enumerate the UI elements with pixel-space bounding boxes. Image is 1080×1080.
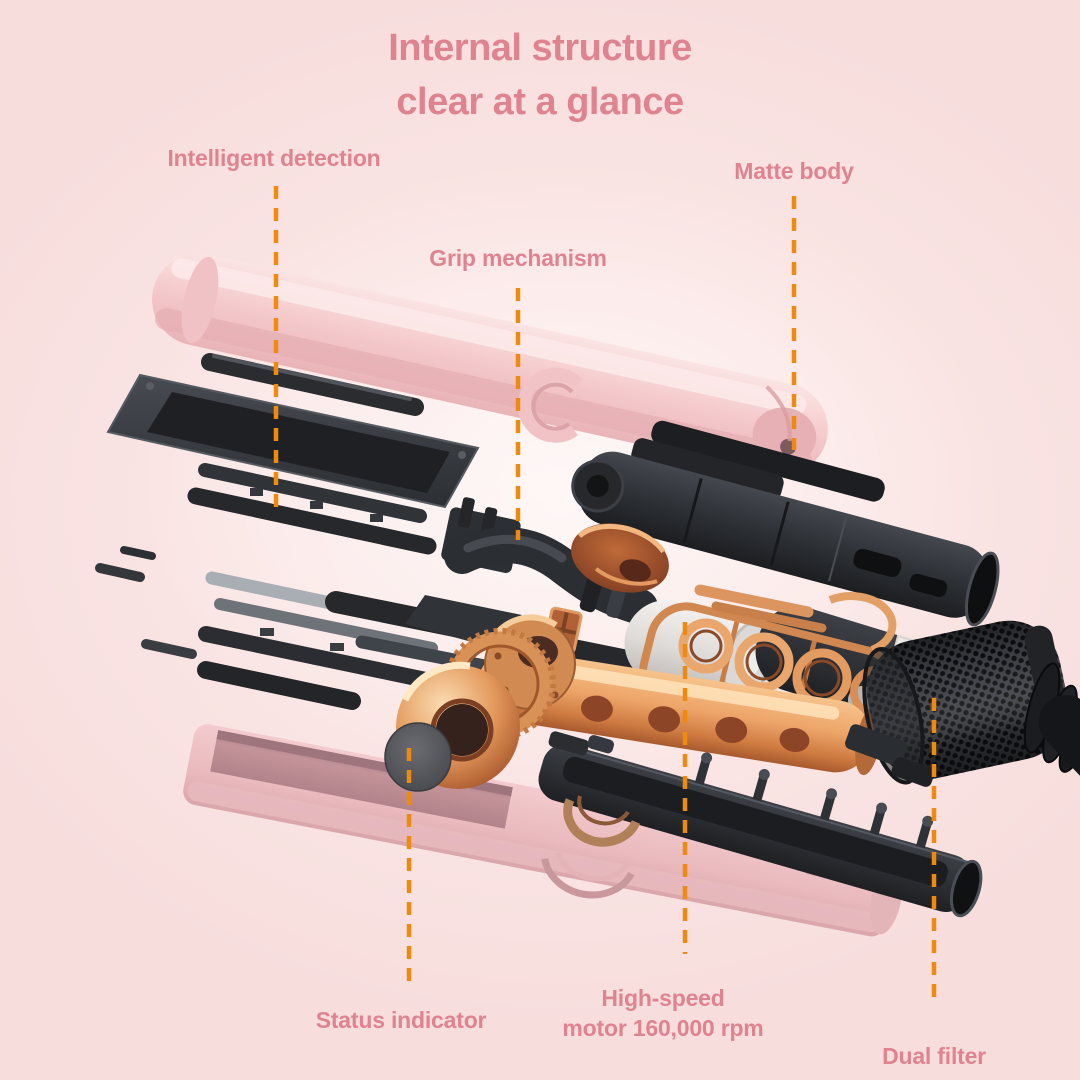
label-intelligent-detection: Intelligent detection	[167, 145, 381, 171]
status-indicator-disc	[384, 722, 452, 792]
pink-barrel	[152, 253, 828, 475]
label-high-speed-motor: High-speed motor 160,000 rpm	[562, 984, 763, 1044]
bottom-frame-dark	[538, 731, 983, 918]
frame-filter-connectors	[845, 724, 935, 787]
copper-impeller-disc	[571, 523, 669, 593]
upper-handle-housing	[571, 420, 1000, 627]
barrel-hook-clip	[517, 367, 583, 443]
barrel-hook-clip-inner	[531, 382, 574, 431]
page-title-line1: Internal structure	[388, 27, 692, 69]
label-status-indicator: Status indicator	[315, 1007, 487, 1033]
label-high-speed-motor-line1: High-speed	[601, 985, 725, 1011]
power-cord	[1039, 695, 1080, 776]
copper-clip-arc	[563, 798, 641, 847]
label-matte-body: Matte body	[734, 158, 854, 184]
label-grip-mechanism: Grip mechanism	[429, 245, 607, 271]
copper-clip-arc-inner	[577, 795, 630, 826]
page-title: Internal structure clear at a glance	[388, 22, 692, 130]
grip-mechanism-part	[405, 497, 658, 642]
label-dual-filter: Dual filter	[882, 1043, 986, 1069]
page-title-line2: clear at a glance	[396, 80, 684, 123]
label-high-speed-motor-line2: motor 160,000 rpm	[562, 1014, 764, 1041]
